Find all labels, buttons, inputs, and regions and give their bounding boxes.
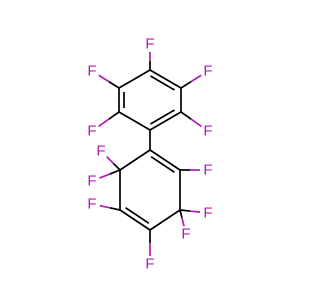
fluorine-atom-label: F bbox=[203, 63, 212, 80]
bond-c-f11 bbox=[109, 169, 121, 175]
bond-f4-half bbox=[190, 118, 202, 128]
bond-f7-half bbox=[189, 210, 201, 213]
bond-c-f12 bbox=[112, 162, 121, 171]
fluorine-atom-label: F bbox=[87, 123, 96, 140]
bond-f12-half bbox=[106, 156, 114, 164]
bond-f11-half bbox=[99, 173, 111, 179]
bond-f8-half bbox=[181, 217, 185, 227]
bond-b3-b4 bbox=[149, 209, 181, 231]
fluorine-atom-label: F bbox=[203, 123, 212, 140]
bond-f5-half bbox=[98, 118, 110, 128]
bond-b4-b5-double bbox=[125, 207, 150, 225]
bond-f2-half bbox=[190, 74, 202, 83]
bond-f10-half bbox=[99, 204, 111, 209]
bond-c-f3 bbox=[108, 80, 120, 89]
bond-c-f5 bbox=[108, 111, 120, 120]
bond-a3-a4-double bbox=[150, 109, 175, 125]
bond-b4-b5 bbox=[119, 209, 151, 231]
fluorine-atom-label: F bbox=[145, 256, 154, 273]
fluorine-atom-label: F bbox=[203, 162, 212, 179]
bond-layer bbox=[98, 52, 202, 256]
bond-c-f4 bbox=[180, 111, 192, 120]
bond-c-f2 bbox=[180, 80, 192, 89]
fluorine-atom-label: F bbox=[181, 226, 190, 243]
fluorine-atom-label: F bbox=[96, 143, 105, 160]
bond-b6-b1 bbox=[119, 149, 151, 171]
bond-a3-a4 bbox=[149, 111, 182, 131]
fluorine-atom-label: F bbox=[145, 36, 154, 53]
bond-c-f10 bbox=[109, 207, 121, 211]
fluorine-atom-label: F bbox=[87, 196, 96, 213]
bond-c-f7 bbox=[179, 209, 191, 212]
bond-f3-half bbox=[98, 74, 110, 83]
bond-b1-b2 bbox=[149, 149, 181, 171]
fluorine-atom-label: F bbox=[87, 173, 96, 190]
bond-a1-a2-double bbox=[150, 75, 175, 91]
bond-b1-b2-double bbox=[150, 155, 175, 173]
bond-a1-a2 bbox=[149, 69, 182, 89]
bond-a4-a5 bbox=[118, 111, 151, 131]
bond-a6-a1 bbox=[118, 69, 151, 89]
fluorine-atom-label: F bbox=[203, 205, 212, 222]
bond-c-f8 bbox=[179, 209, 183, 219]
fluorine-atom-label: F bbox=[87, 63, 96, 80]
